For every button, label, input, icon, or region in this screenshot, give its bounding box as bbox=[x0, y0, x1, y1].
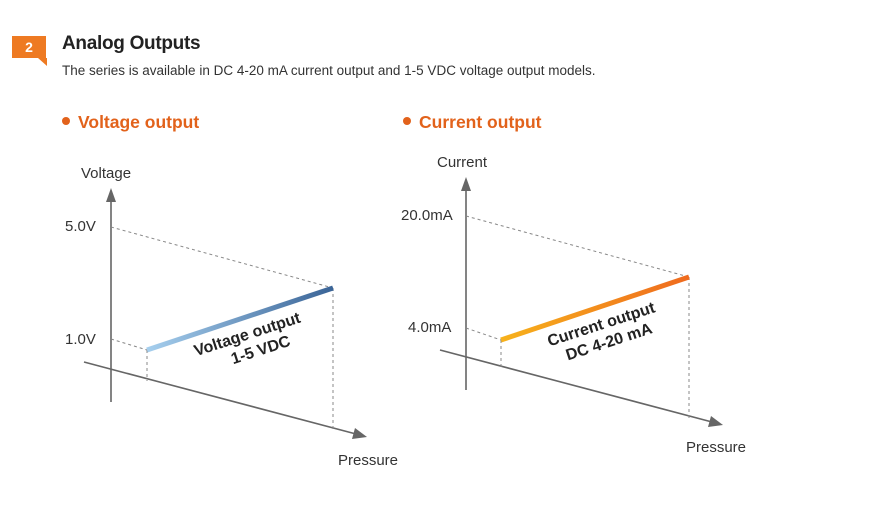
voltage-y-axis-label: Voltage bbox=[81, 165, 131, 182]
voltage-diagram: Voltage Pressure 5.0V 1.0V Voltage outpu… bbox=[65, 165, 398, 469]
voltage-y-axis-arrow-icon bbox=[106, 188, 116, 202]
bullet-icon bbox=[62, 117, 70, 126]
current-high-guide bbox=[465, 215, 690, 278]
current-x-axis bbox=[439, 349, 713, 423]
page-title: Analog Outputs bbox=[62, 33, 201, 54]
voltage-heading-text: Voltage output bbox=[78, 112, 200, 132]
voltage-x-axis-label: Pressure bbox=[338, 452, 398, 469]
voltage-x-axis-arrow-icon bbox=[352, 428, 367, 439]
current-low-guide bbox=[465, 327, 502, 341]
voltage-low-label: 1.0V bbox=[65, 331, 96, 348]
voltage-x-axis bbox=[83, 361, 357, 435]
current-x-axis-arrow-icon bbox=[708, 416, 723, 427]
current-high-label: 20.0mA bbox=[401, 207, 453, 224]
bullet-icon bbox=[403, 117, 411, 126]
voltage-output-heading: Voltage output bbox=[62, 112, 199, 133]
current-diagram: Current Pressure 20.0mA 4.0mA Current ou… bbox=[401, 154, 746, 456]
page-subtitle: The series is available in DC 4-20 mA cu… bbox=[62, 63, 596, 78]
current-y-axis-arrow-icon bbox=[461, 177, 471, 191]
current-x-axis-label: Pressure bbox=[686, 439, 746, 456]
current-heading-text: Current output bbox=[419, 112, 542, 132]
current-output-heading: Current output bbox=[403, 112, 541, 133]
current-y-axis-label: Current bbox=[437, 154, 488, 171]
voltage-high-guide bbox=[110, 226, 334, 289]
current-output-line bbox=[500, 274, 690, 343]
section-number-badge: 2 bbox=[12, 36, 47, 66]
voltage-high-label: 5.0V bbox=[65, 218, 96, 235]
voltage-output-line bbox=[146, 285, 334, 353]
current-low-label: 4.0mA bbox=[408, 319, 451, 336]
voltage-low-guide bbox=[110, 338, 148, 351]
